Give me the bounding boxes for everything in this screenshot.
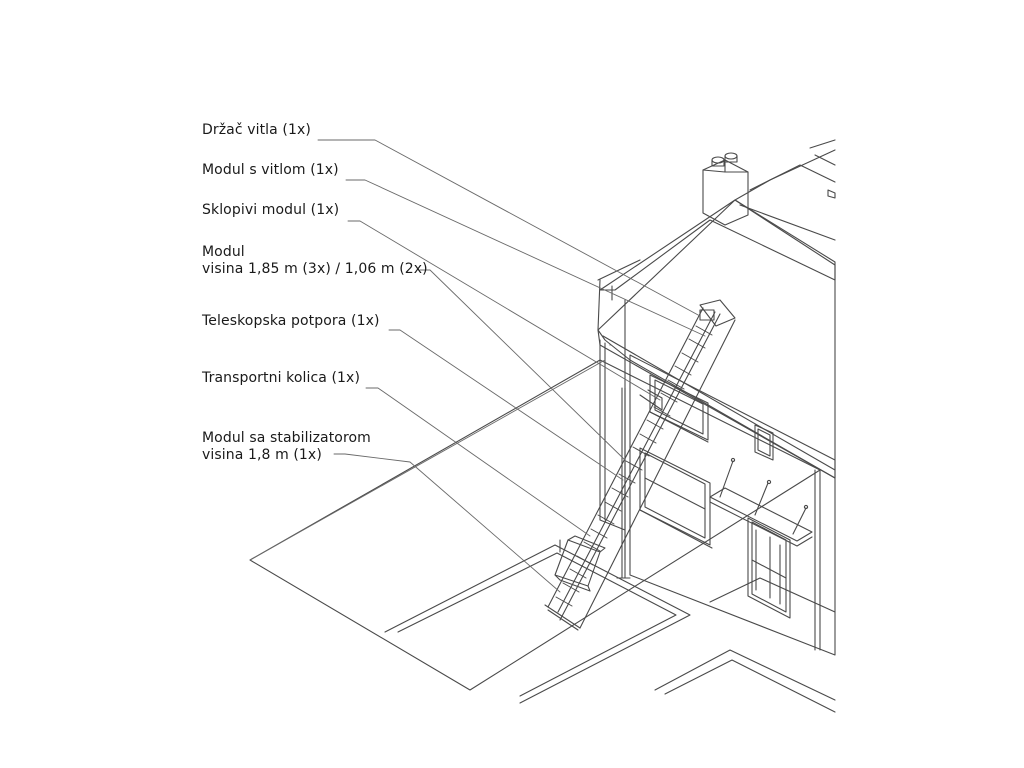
label-teleskopska-potpora: Teleskopska potpora (1x) xyxy=(202,313,380,330)
label-sklopivi-modul: Sklopivi modul (1x) xyxy=(202,202,339,219)
label-modul-visina: Modul visina 1,85 m (3x) / 1,06 m (2x) xyxy=(202,244,428,278)
label-modul-sa-stabilizatorom-line-1: Modul sa stabilizatorom xyxy=(202,430,371,446)
label-teleskopska-potpora-line-1: Teleskopska potpora (1x) xyxy=(202,313,380,329)
label-transportni-kolica: Transportni kolica (1x) xyxy=(202,370,360,387)
front-door xyxy=(747,517,791,619)
ladder-rungs xyxy=(555,325,713,607)
label-modul-s-vitlom: Modul s vitlom (1x) xyxy=(202,162,339,179)
label-sklopivi-modul-line-1: Sklopivi modul (1x) xyxy=(202,202,340,218)
label-modul-visina-line-2: visina 1,85 m (3x) / 1,06 m (2x) xyxy=(202,261,428,277)
house-front-wall xyxy=(629,354,836,656)
lower-window xyxy=(639,447,713,549)
chimney xyxy=(702,152,749,226)
ladder xyxy=(544,299,736,631)
door-canopy xyxy=(709,457,813,547)
label-modul-sa-stabilizatorom: Modul sa stabilizatorom visina 1,8 m (1x… xyxy=(202,430,371,464)
label-drzac-vitla: Držač vitla (1x) xyxy=(202,122,311,139)
upper-window-right xyxy=(754,424,774,461)
label-drzac-vitla-line-1: Držač vitla (1x) xyxy=(202,122,311,138)
ground-outline xyxy=(249,359,836,713)
leader-lines xyxy=(249,139,706,593)
transport-cart xyxy=(554,535,606,592)
label-modul-visina-line-1: Modul xyxy=(202,244,245,260)
label-transportni-kolica-line-1: Transportni kolica (1x) xyxy=(202,370,361,386)
label-modul-s-vitlom-line-1: Modul s vitlom (1x) xyxy=(202,162,339,178)
label-modul-sa-stabilizatorom-line-2: visina 1,8 m (1x) xyxy=(202,447,322,463)
house-roof xyxy=(597,139,836,479)
